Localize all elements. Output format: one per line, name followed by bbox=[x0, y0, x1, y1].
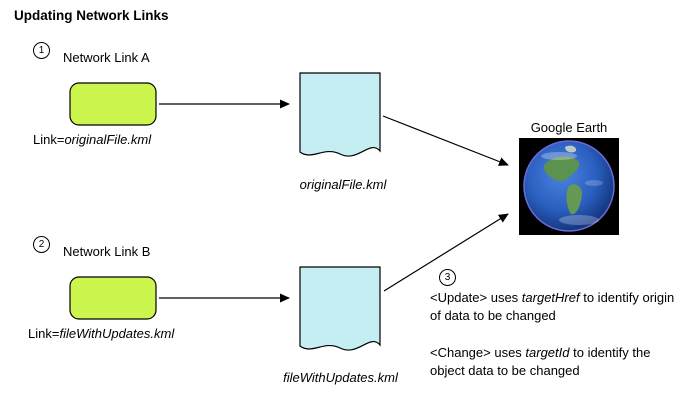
document-a-filename: originalFile.kml bbox=[299, 177, 387, 192]
globe-cloud-bottom bbox=[559, 215, 599, 225]
step-1-number: 1 bbox=[38, 45, 45, 56]
globe-south-america bbox=[566, 184, 582, 215]
globe-greenland bbox=[565, 145, 577, 153]
document-filewithupdates bbox=[299, 266, 381, 351]
update-note-pre: <Update> uses bbox=[430, 290, 522, 305]
network-link-a-label: Network Link A bbox=[63, 50, 150, 65]
update-note: <Update> uses targetHref to identify ori… bbox=[430, 289, 684, 325]
arrow-doca-to-earth bbox=[382, 115, 509, 166]
globe-cloud-top bbox=[541, 152, 577, 160]
diagram-title: Updating Network Links bbox=[14, 8, 169, 23]
step-2-number: 2 bbox=[38, 239, 45, 250]
linkb-caption-file: fileWithUpdates.kml bbox=[59, 326, 175, 341]
globe-north-america bbox=[543, 156, 580, 182]
document-b-label: fileWithUpdates.kml bbox=[278, 370, 403, 385]
step-1-badge: 1 bbox=[33, 42, 50, 59]
linkb-caption: Link=fileWithUpdates.kml bbox=[28, 326, 174, 341]
network-link-a-node bbox=[69, 82, 157, 126]
google-earth-label: Google Earth bbox=[530, 120, 608, 135]
document-a-label: originalFile.kml bbox=[288, 177, 398, 192]
change-note-em: targetId bbox=[525, 345, 570, 360]
google-earth-image bbox=[519, 138, 619, 235]
update-note-em: targetHref bbox=[521, 290, 580, 305]
linkb-caption-prefix: Link= bbox=[28, 326, 60, 341]
step-3-badge: 3 bbox=[439, 269, 456, 286]
network-link-b-node bbox=[69, 276, 157, 320]
arrow-docb-to-earth bbox=[383, 213, 509, 292]
linka-caption: Link=originalFile.kml bbox=[33, 132, 151, 147]
linka-caption-file: originalFile.kml bbox=[64, 132, 152, 147]
step-3-number: 3 bbox=[444, 272, 451, 283]
document-originalfile bbox=[299, 72, 381, 157]
linka-caption-prefix: Link= bbox=[33, 132, 65, 147]
update-note-post: to identify origin of data to be changed bbox=[430, 290, 675, 324]
globe-cloud-right bbox=[585, 180, 603, 186]
globe-graphic bbox=[523, 140, 615, 232]
network-link-b-label: Network Link B bbox=[63, 244, 151, 259]
change-note-post: to identify the object data to be change… bbox=[430, 345, 651, 379]
document-b-filename: fileWithUpdates.kml bbox=[283, 370, 398, 385]
change-note-pre: <Change> uses bbox=[430, 345, 526, 360]
step-2-badge: 2 bbox=[33, 236, 50, 253]
change-note: <Change> uses targetId to identify the o… bbox=[430, 344, 684, 380]
